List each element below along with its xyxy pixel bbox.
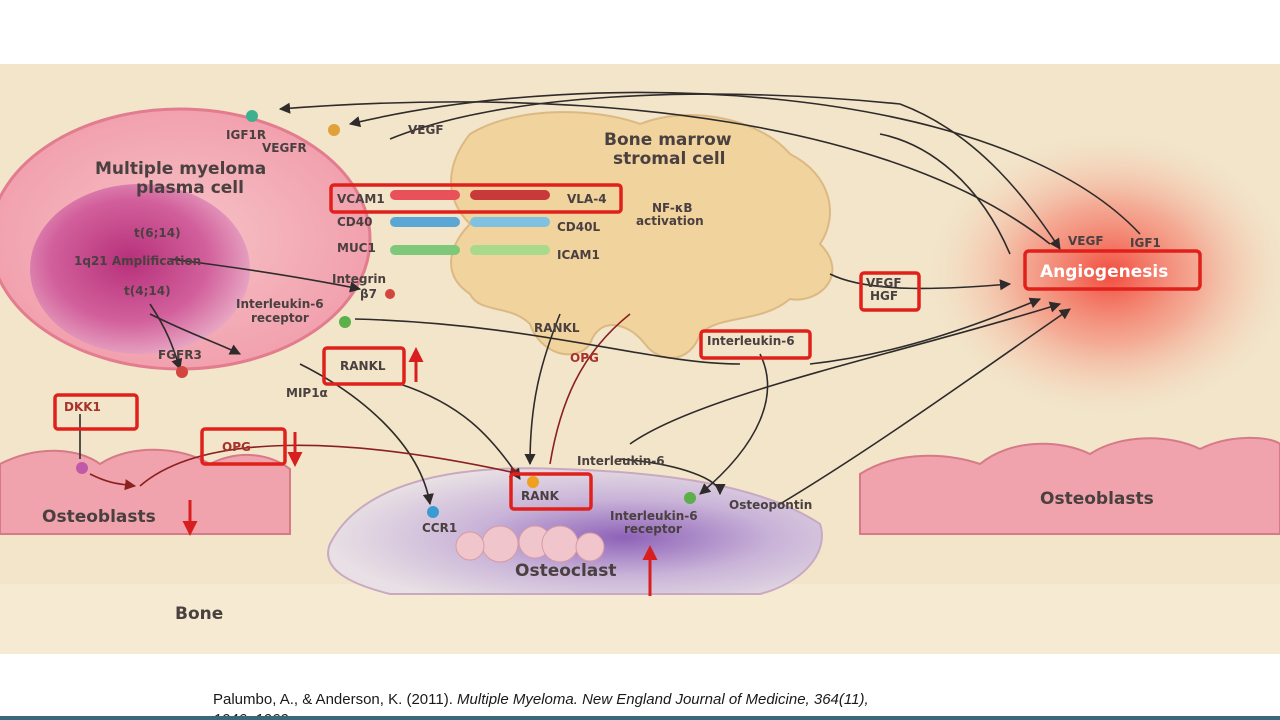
icam1-label: ICAM1 — [557, 248, 600, 262]
angiogenesis-glow — [930, 134, 1280, 414]
highlight-boxes — [53, 183, 1202, 511]
receptor-markers — [76, 110, 696, 518]
integrin-label: Integrin — [332, 272, 386, 286]
osteoblasts-right-group — [859, 436, 1280, 535]
vegf-right-label: VEGF — [1068, 234, 1104, 248]
cd40-label: CD40 — [337, 215, 372, 229]
adhesion-bars — [390, 190, 550, 255]
il6-mid-label: Interleukin-6 — [577, 454, 665, 468]
il6-stromal-label: Interleukin-6 — [707, 334, 795, 348]
ccr1-label: CCR1 — [422, 521, 457, 535]
opg-stromal-label: OPG — [570, 351, 599, 365]
citation: Palumbo, A., & Anderson, K. (2011). Mult… — [213, 690, 1113, 720]
vegfr-label: VEGFR — [262, 141, 307, 155]
highlight-vcam1-vla4 — [329, 183, 623, 214]
myeloma-cell-title: Multiple myeloma — [95, 159, 266, 179]
il6r-osteoclast-label: Interleukin-6 — [610, 509, 698, 523]
nfkb-label: NF-κB — [652, 201, 693, 215]
myeloma-cell-title-2: plasma cell — [136, 178, 244, 198]
nfkb-label-2: activation — [636, 214, 704, 228]
osteoclast-label: Osteoclast — [515, 561, 617, 581]
regulation-arrows — [182, 347, 658, 596]
citation-authors: Palumbo, A., & Anderson, K. (2011). — [213, 691, 458, 708]
t614-label: t(6;14) — [134, 226, 181, 240]
stromal-cell-title: Bone marrow — [604, 130, 732, 150]
dkk1-label: DKK1 — [64, 400, 101, 414]
osteoblasts-left-group — [0, 448, 291, 535]
osteoblasts-right-label: Osteoblasts — [1040, 489, 1154, 509]
bone-matrix — [0, 584, 1280, 654]
angiogenesis-label: Angiogenesis — [1040, 262, 1168, 282]
vegf-hgf-label-2: HGF — [870, 289, 898, 303]
osteoclast-cell — [327, 467, 823, 595]
osteopontin-label: Osteopontin — [729, 498, 812, 512]
highlight-opg — [200, 427, 287, 466]
highlight-il6 — [699, 329, 812, 360]
osteoclast-nuclei — [455, 525, 605, 563]
igf1-right-label: IGF1 — [1130, 236, 1161, 250]
rankl-left-label: RANKL — [340, 359, 386, 373]
vegf-hgf-label-1: VEGF — [866, 276, 902, 290]
stromal-cell-title-2: stromal cell — [613, 149, 726, 169]
myeloma-nucleus — [30, 184, 250, 354]
bottom-rule — [0, 716, 1280, 720]
muc1-label: MUC1 — [337, 241, 376, 255]
il6r-myeloma-label-2: receptor — [251, 311, 309, 325]
igf1r-label: IGF1R — [226, 128, 266, 142]
citation-title: Multiple Myeloma. New England Journal of… — [457, 691, 869, 708]
t414-label: t(4;14) — [124, 284, 171, 298]
highlight-rank — [509, 472, 593, 511]
highlight-rankl — [322, 346, 406, 386]
amp1q21-label: 1q21 Amplification — [74, 254, 201, 268]
vegf-top-label: VEGF — [408, 123, 444, 137]
opg-left-label: OPG — [222, 440, 251, 454]
il6r-osteoclast-label-2: receptor — [624, 522, 682, 536]
citation-pages: 1046–1060. — [213, 711, 292, 720]
vla4-label: VLA-4 — [567, 192, 607, 206]
beta7-label: β7 — [360, 287, 377, 301]
rank-label: RANK — [521, 489, 560, 503]
fgfr3-label: FGFR3 — [158, 348, 202, 362]
myeloma-pathway-figure: Multiple myeloma plasma cell Bone marrow… — [0, 64, 1280, 654]
highlight-angiogenesis — [1023, 249, 1202, 291]
highlight-dkk1 — [53, 393, 139, 431]
il6r-myeloma-label: Interleukin-6 — [236, 297, 324, 311]
pathway-diagram: Multiple myeloma plasma cell Bone marrow… — [0, 64, 1280, 654]
rankl-stromal-label: RANKL — [534, 321, 580, 335]
osteoblasts-left-label: Osteoblasts — [42, 507, 156, 527]
mip1a-label: MIP1α — [286, 386, 328, 400]
highlight-vegf-hgf — [859, 271, 921, 312]
pathway-arrows — [79, 91, 1141, 506]
vcam1-label: VCAM1 — [337, 192, 385, 206]
cd40l-label: CD40L — [557, 220, 600, 234]
bone-label: Bone — [175, 604, 223, 624]
